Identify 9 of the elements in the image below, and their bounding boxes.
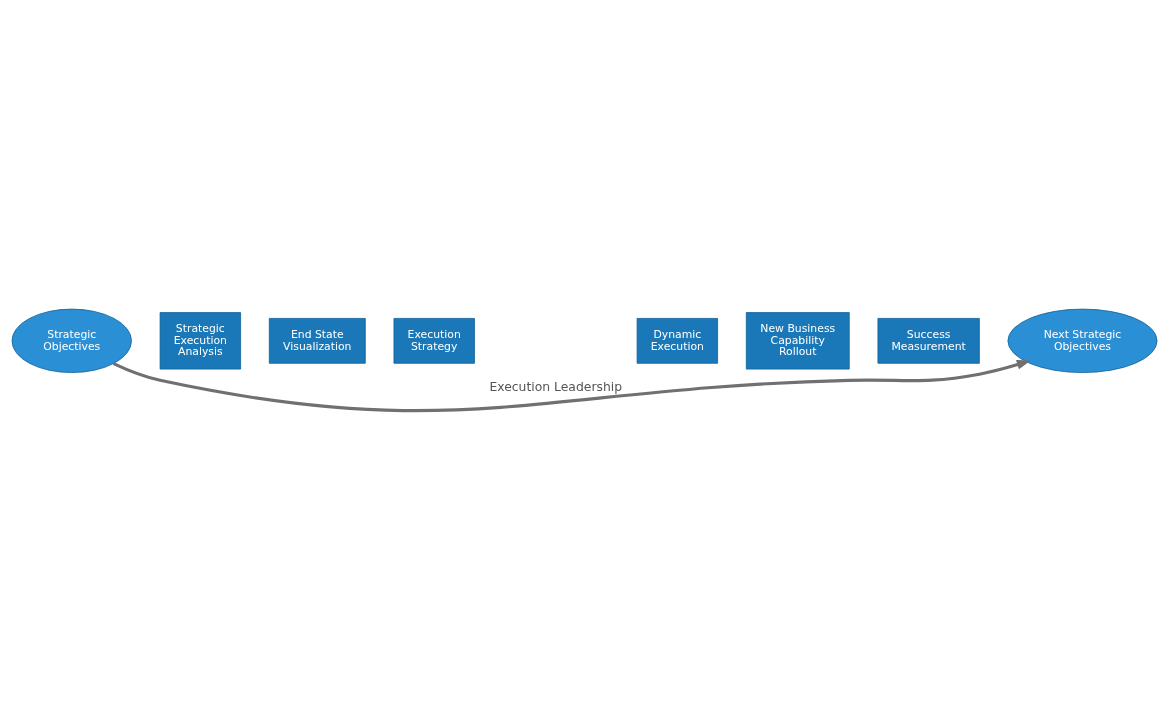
edge-label: Execution Leadership [489, 380, 623, 395]
node-box: Dynamic Execution [636, 318, 718, 364]
node-ellipse: Strategic Objectives [11, 308, 132, 373]
arrow [112, 359, 1031, 413]
node-box: End State Visualization [268, 318, 366, 364]
node-box: Execution Strategy [393, 318, 475, 364]
node-box: Strategic Execution Analysis [159, 312, 241, 370]
node-box: New Business Capability Rollout [745, 312, 850, 370]
node-box: Success Measurement [877, 318, 980, 364]
